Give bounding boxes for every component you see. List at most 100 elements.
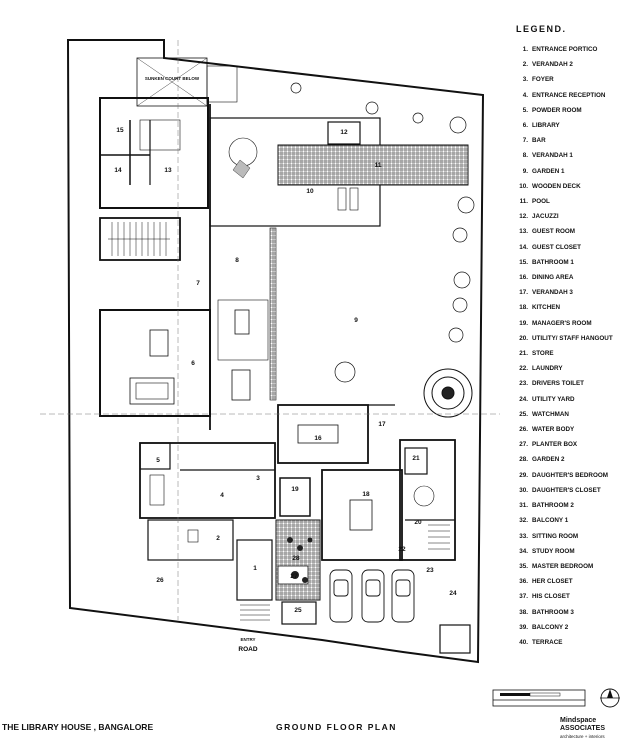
legend-item: 31. BATHROOM 2 <box>512 498 628 513</box>
room-label: 2 <box>216 535 220 542</box>
legend-item-number: 13. <box>519 228 528 236</box>
legend-item: 22. LAUNDRY <box>512 361 628 376</box>
legend-item-label: UTILITY YARD <box>532 395 575 403</box>
room-label: 8 <box>235 257 239 264</box>
legend-item: 10.WOODEN DECK <box>512 179 628 194</box>
legend-item-label: GUEST CLOSET <box>532 243 581 251</box>
legend-item: 30.DAUGHTER'S CLOSET <box>512 483 628 498</box>
watchman-room <box>281 601 317 625</box>
legend-item: 26.WATER BODY <box>512 422 628 437</box>
room-label: 3 <box>256 475 260 482</box>
legend-item: 17.VERANDAH 3 <box>512 285 628 300</box>
legend-item: 16.DINING AREA <box>512 270 628 285</box>
room-label: 22 <box>398 546 406 553</box>
legend-item-label: STORE <box>532 350 554 358</box>
room-label: 20 <box>414 519 422 526</box>
legend-item: 12.JACUZZI <box>512 209 628 224</box>
service-block <box>399 439 456 561</box>
room-label: 17 <box>378 421 386 428</box>
legend-item-number: 20. <box>519 334 528 342</box>
legend-item: 1.ENTRANCE PORTICO <box>512 42 628 57</box>
car-1 <box>329 569 353 623</box>
legend-item: 9.GARDEN 1 <box>512 164 628 179</box>
legend-item: 35.MASTER BEDROOM <box>512 559 628 574</box>
legend-item-label: BATHROOM 2 <box>532 502 574 510</box>
legend-item: 13. GUEST ROOM <box>512 224 628 239</box>
managers-room <box>279 477 311 517</box>
jacuzzi <box>327 121 361 145</box>
legend-item: 6.LIBRARY <box>512 118 628 133</box>
legend-item-label: BALCONY 2 <box>532 623 569 631</box>
drawing-title: GROUND FLOOR PLAN <box>276 722 397 732</box>
room-label: 4 <box>220 492 224 499</box>
legend-item-number: 25. <box>519 410 528 418</box>
room-label: 5 <box>156 457 160 464</box>
legend-item-label: GUEST ROOM <box>532 228 576 236</box>
legend-item-label: GARDEN 2 <box>532 456 565 464</box>
room-label: 18 <box>362 491 370 498</box>
room-label: 15 <box>116 127 124 134</box>
room-label: 24 <box>449 590 457 597</box>
legend-item: 5.POWDER ROOM <box>512 103 628 118</box>
legend-item-number: 22. <box>519 365 528 373</box>
legend-item-number: 2. <box>522 61 528 69</box>
legend-item-label: SITTING ROOM <box>532 532 579 540</box>
room-label: 16 <box>314 435 322 442</box>
legend-item-label: GARDEN 1 <box>532 167 565 175</box>
legend-item-number: 40. <box>519 638 528 646</box>
room-label: 1 <box>253 565 257 572</box>
legend-item-label: DINING AREA <box>532 274 574 282</box>
legend-item-number: 29. <box>519 471 528 479</box>
legend-item-label: MANAGER'S ROOM <box>532 319 592 327</box>
legend-item-label: WATCHMAN <box>532 410 569 418</box>
legend-item: 23.DRIVERS TOILET <box>512 376 628 391</box>
legend-item-label: POWDER ROOM <box>532 106 582 114</box>
room-label: 14 <box>114 167 122 174</box>
car-3 <box>391 569 415 623</box>
room-label: 19 <box>291 486 299 493</box>
legend-item: 11.POOL <box>512 194 628 209</box>
legend-item-number: 7. <box>522 137 528 145</box>
legend-item-label: WATER BODY <box>532 426 575 434</box>
legend-item: 14. GUEST CLOSET <box>512 240 628 255</box>
entry-label: ENTRY <box>240 637 255 642</box>
legend-item-number: 36. <box>519 578 528 586</box>
room-label: 28 <box>292 555 300 562</box>
legend-item: 33. SITTING ROOM <box>512 529 628 544</box>
legend-item: 18.KITCHEN <box>512 300 628 315</box>
legend-item-number: 28. <box>519 456 528 464</box>
legend-item-number: 24. <box>519 395 528 403</box>
legend-item-label: BAR <box>532 137 546 145</box>
legend-title: LEGEND. <box>516 24 567 34</box>
room-label: 6 <box>191 360 195 367</box>
legend-item-number: 31. <box>519 502 528 510</box>
legend-item-label: PLANTER BOX <box>532 441 578 449</box>
legend-item: 19. MANAGER'S ROOM <box>512 316 628 331</box>
legend-item-number: 1. <box>522 46 528 53</box>
room-label: 12 <box>340 129 348 136</box>
legend-item-number: 39. <box>519 623 528 631</box>
legend-item: 39. BALCONY 2 <box>512 620 628 635</box>
legend-item: 40.TERRACE <box>512 635 628 650</box>
legend-item: 34.STUDY ROOM <box>512 544 628 559</box>
road-label: ROAD <box>238 646 257 653</box>
firm-name: Mindspace ASSOCIATES <box>560 717 605 732</box>
legend-item-number: 38. <box>519 608 528 616</box>
legend-item-number: 23. <box>519 380 528 388</box>
room-label: 7 <box>196 280 200 287</box>
legend-item-label: HIS CLOSET <box>532 593 570 601</box>
legend-item-number: 30. <box>519 486 528 494</box>
legend-item-number: 33. <box>519 532 528 540</box>
legend-item-number: 14. <box>519 243 528 251</box>
legend-item-number: 37. <box>519 593 528 601</box>
legend-item-label: VERANDAH 2 <box>532 61 573 69</box>
legend-item-label: FOYER <box>532 76 554 84</box>
legend-item: 3.FOYER <box>512 72 628 87</box>
room-label: 21 <box>412 455 420 462</box>
legend-item-number: 19. <box>519 319 528 327</box>
legend-item: 29.DAUGHTER'S BEDROOM <box>512 468 628 483</box>
legend-item-label: LAUNDRY <box>532 365 563 373</box>
legend-item-label: WOODEN DECK <box>532 182 581 190</box>
legend-item: 38.BATHROOM 3 <box>512 605 628 620</box>
